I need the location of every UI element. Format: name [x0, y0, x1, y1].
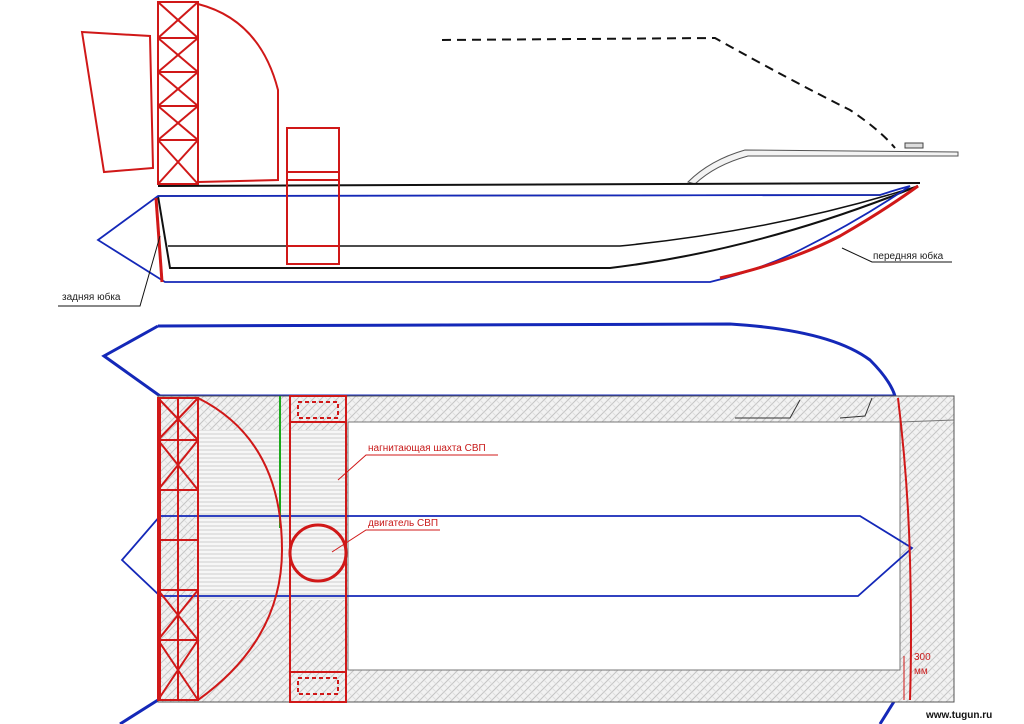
- engine-label: двигатель СВП: [368, 518, 438, 529]
- front-skirt-label: передняя юбка: [873, 250, 944, 262]
- propeller-guard-top: [197, 397, 284, 701]
- seat-marks: [735, 397, 873, 419]
- fan-duct-label: нагнитающая шахта СВП: [368, 443, 486, 454]
- bow-inner-line: [899, 419, 955, 423]
- windshield: [687, 149, 959, 185]
- hull-keel: [157, 185, 919, 269]
- engine-truss-side: [157, 1, 199, 185]
- rear-skirt-label: задняя юбка: [62, 291, 121, 303]
- engine-bay-interior: [195, 430, 345, 600]
- hull-chine: [168, 185, 919, 247]
- fan-duct-leader: [337, 454, 498, 481]
- bow-cleat: [904, 142, 924, 149]
- dimension-value: 300: [914, 652, 931, 663]
- fan-duct-side: [286, 127, 340, 265]
- engine-leader: [331, 529, 440, 553]
- engine-circle: [288, 523, 348, 583]
- skirt-outline-top: [101, 322, 897, 724]
- watermark: www.tugun.ru: [925, 710, 992, 721]
- rudder: [80, 30, 155, 174]
- dimension-unit: мм: [914, 666, 928, 677]
- hull-gunwale: [157, 182, 921, 187]
- front-skirt-top-line: [897, 397, 912, 701]
- side-view: задняя юбка передняя юбка: [58, 1, 959, 307]
- rear-skirt-leader: [58, 235, 161, 307]
- front-skirt-leader: [841, 247, 952, 263]
- canopy-dashed-line: [441, 36, 896, 149]
- top-view: нагнитающая шахта СВП двигатель СВП 300 …: [101, 322, 955, 724]
- engine-truss-top: [157, 397, 199, 701]
- front-skirt-red: [719, 184, 919, 280]
- propeller-guard-side: [197, 3, 279, 183]
- cockpit-interior: [347, 421, 901, 671]
